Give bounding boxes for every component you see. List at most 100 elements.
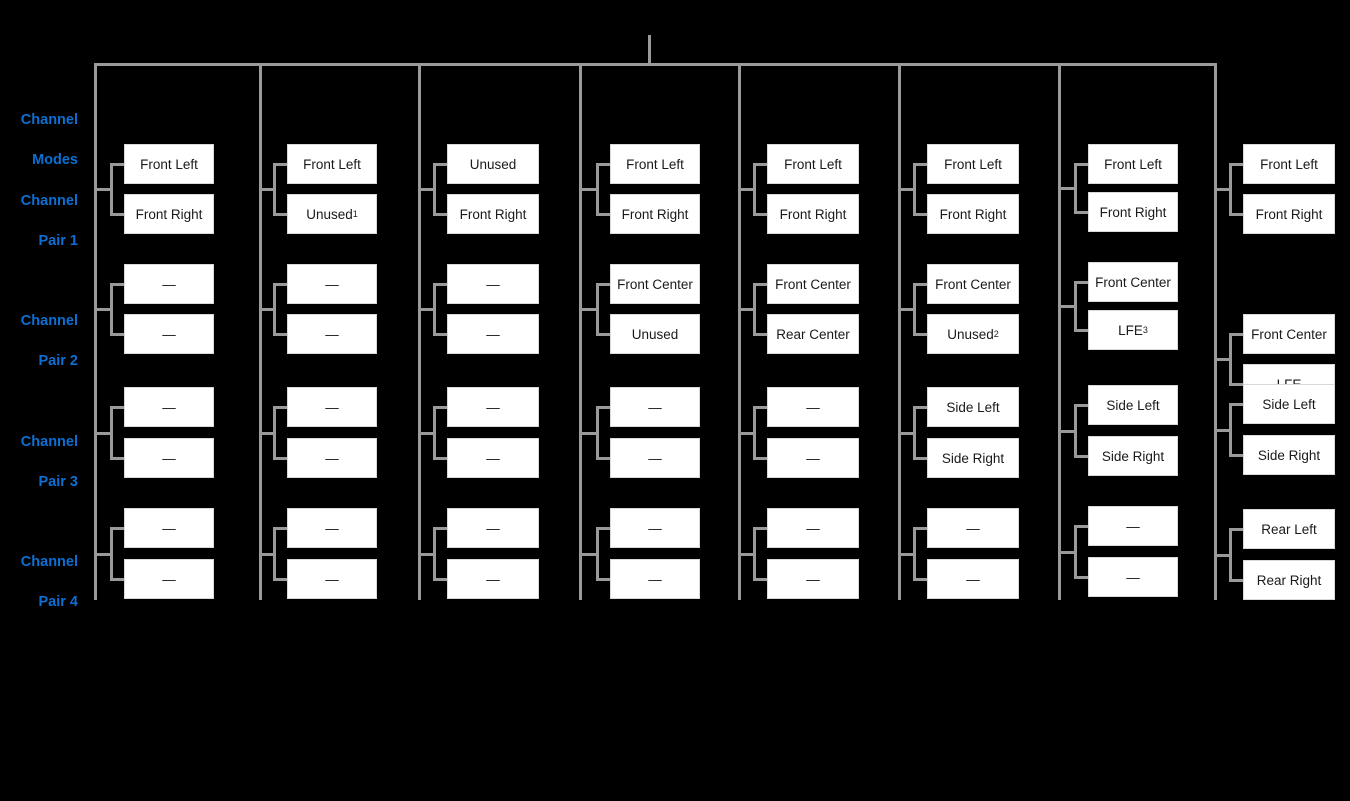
channel-box-col6-pair2-top[interactable]: Front Center [927,264,1019,304]
pair-stub-bottom-2-1 [273,213,289,216]
channel-box-col5-pair3-bottom[interactable]: — [767,438,859,478]
pair-stub-top-5-4 [753,527,769,530]
channel-box-label: — [325,276,339,292]
pair-feed-3-3 [418,432,436,435]
channel-box-col7-pair4-bottom[interactable]: — [1088,557,1178,597]
pair-bracket-8-1 [1229,163,1232,216]
channel-box-col1-pair2-bottom[interactable]: — [124,314,214,354]
pair-stub-bottom-3-3 [433,457,449,460]
channel-box-col4-pair3-top[interactable]: — [610,387,700,427]
channel-box-col8-pair3-bottom[interactable]: Side Right [1243,435,1335,475]
channel-box-col2-pair1-top[interactable]: Front Left [287,144,377,184]
pair-bracket-8-2 [1229,333,1232,386]
channel-box-col4-pair2-top[interactable]: Front Center [610,264,700,304]
channel-box-col1-pair4-top[interactable]: — [124,508,214,548]
channel-box-col1-pair4-bottom[interactable]: — [124,559,214,599]
channel-box-col4-pair1-top[interactable]: Front Left [610,144,700,184]
pair-feed-5-3 [738,432,756,435]
channel-box-col2-pair4-top[interactable]: — [287,508,377,548]
pair-stub-top-7-2 [1074,281,1090,284]
channel-box-col2-pair3-top[interactable]: — [287,387,377,427]
channel-box-col2-pair4-bottom[interactable]: — [287,559,377,599]
channel-box-col8-pair1-top[interactable]: Front Left [1243,144,1335,184]
pair-stub-bottom-4-3 [596,457,612,460]
channel-box-col3-pair3-bottom[interactable]: — [447,438,539,478]
channel-box-col3-pair2-top[interactable]: — [447,264,539,304]
pair-feed-7-3 [1058,430,1077,433]
channel-box-label: — [162,571,176,587]
channel-box-col3-pair3-top[interactable]: — [447,387,539,427]
channel-box-col7-pair4-top[interactable]: — [1088,506,1178,546]
channel-box-col2-pair2-top[interactable]: — [287,264,377,304]
channel-box-col8-pair4-bottom[interactable]: Rear Right [1243,560,1335,600]
pair-bracket-7-2 [1074,281,1077,332]
channel-box-col6-pair4-top[interactable]: — [927,508,1019,548]
channel-box-col6-pair3-top[interactable]: Side Left [927,387,1019,427]
channel-box-label: Front Right [779,206,847,222]
channel-box-label: Front Right [459,206,527,222]
channel-box-col5-pair1-bottom[interactable]: Front Right [767,194,859,234]
pair-stub-bottom-7-1 [1074,211,1090,214]
channel-box-col6-pair3-bottom[interactable]: Side Right [927,438,1019,478]
channel-box-col7-pair2-top[interactable]: Front Center [1088,262,1178,302]
channel-box-col5-pair2-bottom[interactable]: Rear Center [767,314,859,354]
channel-box-label: — [162,326,176,342]
channel-box-col8-pair4-top[interactable]: Rear Left [1243,509,1335,549]
pair-feed-3-4 [418,553,436,556]
channel-box-col3-pair2-bottom[interactable]: — [447,314,539,354]
channel-box-label: — [1126,518,1140,534]
channel-box-col5-pair3-top[interactable]: — [767,387,859,427]
channel-box-col3-pair4-bottom[interactable]: — [447,559,539,599]
channel-box-col4-pair3-bottom[interactable]: — [610,438,700,478]
pair-stub-bottom-7-4 [1074,576,1090,579]
channel-box-col8-pair3-top[interactable]: Side Left [1243,384,1335,424]
channel-box-col3-pair1-bottom[interactable]: Front Right [447,194,539,234]
channel-box-label: — [162,399,176,415]
pair-stub-top-8-3 [1229,403,1245,406]
pair-stub-top-4-1 [596,163,612,166]
channel-box-col1-pair3-top[interactable]: — [124,387,214,427]
row-label-line2: Pair 4 [38,594,79,610]
channel-box-col7-pair1-top[interactable]: Front Left [1088,144,1178,184]
channel-box-col3-pair1-top[interactable]: Unused [447,144,539,184]
channel-box-col6-pair1-bottom[interactable]: Front Right [927,194,1019,234]
channel-box-col6-pair1-top[interactable]: Front Left [927,144,1019,184]
channel-box-col1-pair1-bottom[interactable]: Front Right [124,194,214,234]
channel-box-label: — [486,399,500,415]
channel-box-col5-pair2-top[interactable]: Front Center [767,264,859,304]
pair-bracket-3-1 [433,163,436,216]
channel-box-label: Rear Left [1261,521,1317,537]
channel-box-label: Unused [631,326,679,342]
channel-box-col3-pair4-top[interactable]: — [447,508,539,548]
channel-box-col1-pair3-bottom[interactable]: — [124,438,214,478]
channel-box-col7-pair1-bottom[interactable]: Front Right [1088,192,1178,232]
channel-box-col1-pair2-top[interactable]: — [124,264,214,304]
channel-box-col2-pair3-bottom[interactable]: — [287,438,377,478]
row-label-line2: Pair 2 [38,353,79,369]
channel-box-col4-pair4-top[interactable]: — [610,508,700,548]
channel-box-col7-pair3-top[interactable]: Side Left [1088,385,1178,425]
channel-box-col1-pair1-top[interactable]: Front Left [124,144,214,184]
channel-box-col4-pair4-bottom[interactable]: — [610,559,700,599]
channel-box-col5-pair1-top[interactable]: Front Left [767,144,859,184]
channel-box-label: Front Left [784,156,842,172]
channel-box-col5-pair4-bottom[interactable]: — [767,559,859,599]
channel-box-col8-pair1-bottom[interactable]: Front Right [1243,194,1335,234]
pair-feed-1-2 [94,308,113,311]
channel-box-col6-pair4-bottom[interactable]: — [927,559,1019,599]
channel-box-label: Unused [947,326,994,342]
channel-box-col2-pair2-bottom[interactable]: — [287,314,377,354]
pair-stub-top-8-1 [1229,163,1245,166]
row-label-line2: Pair 3 [38,474,79,490]
pair-stub-top-2-2 [273,283,289,286]
channel-box-col7-pair3-bottom[interactable]: Side Right [1088,436,1178,476]
channel-box-label: — [162,276,176,292]
channel-box-col4-pair2-bottom[interactable]: Unused [610,314,700,354]
channel-box-col5-pair4-top[interactable]: — [767,508,859,548]
channel-box-col8-pair2-top[interactable]: Front Center [1243,314,1335,354]
pair-feed-1-1 [94,188,113,191]
channel-box-col4-pair1-bottom[interactable]: Front Right [610,194,700,234]
